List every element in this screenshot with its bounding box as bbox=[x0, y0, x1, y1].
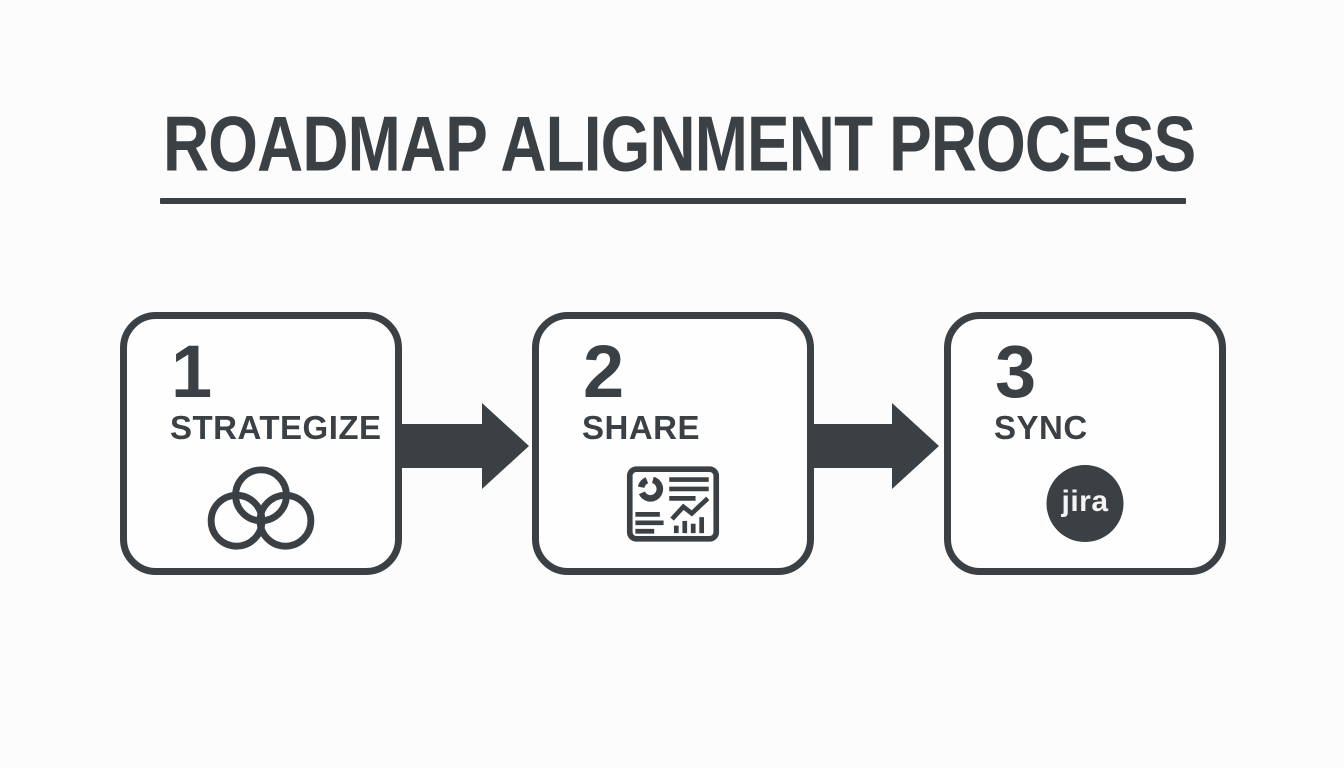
step-box-share: 2 SHARE bbox=[532, 312, 814, 575]
page-title: ROADMAP ALIGNMENT PROCESS bbox=[163, 101, 1196, 188]
step-number: 3 bbox=[995, 330, 1037, 413]
report-dashboard-icon bbox=[626, 465, 720, 543]
step-label: SYNC bbox=[994, 409, 1088, 446]
arrow-right-icon bbox=[812, 400, 942, 492]
arrow-right-icon bbox=[402, 400, 532, 492]
step-label: STRATEGIZE bbox=[170, 409, 382, 446]
step-box-strategize: 1 STRATEGIZE bbox=[120, 312, 402, 575]
step-number: 2 bbox=[583, 330, 625, 413]
title-underline bbox=[160, 198, 1186, 204]
step-box-sync: 3 SYNC jira bbox=[944, 312, 1226, 575]
step-label: SHARE bbox=[582, 409, 701, 446]
venn-diagram-icon bbox=[206, 465, 316, 553]
jira-logo-badge: jira bbox=[1046, 465, 1124, 542]
jira-logo: jira bbox=[1046, 465, 1124, 542]
step-number: 1 bbox=[171, 330, 213, 413]
jira-logo-text: jira bbox=[1061, 485, 1109, 518]
